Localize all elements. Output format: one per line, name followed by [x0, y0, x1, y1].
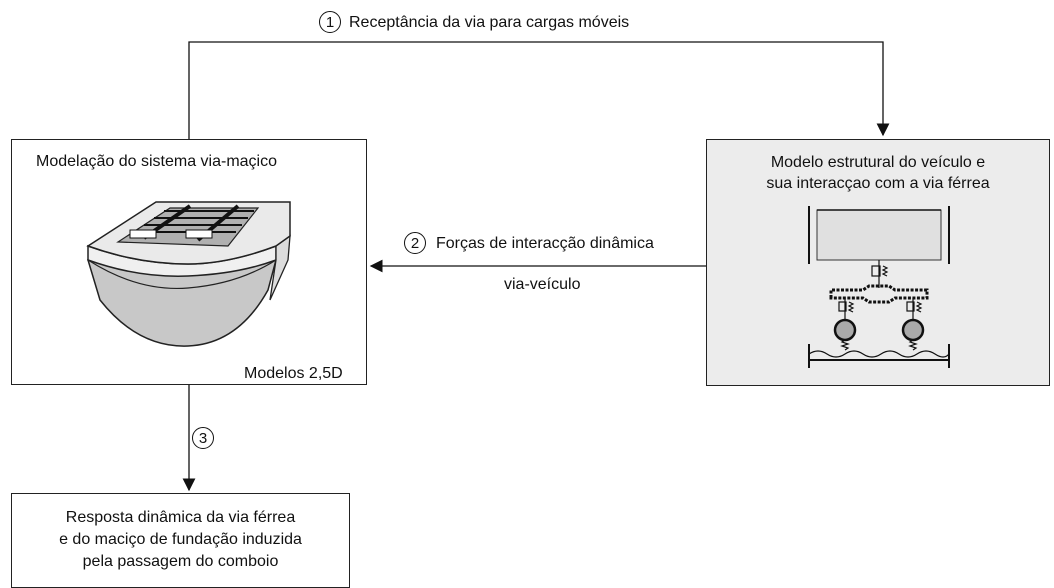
- dynamic-response-box: Resposta dinâmica da via férrea e do mac…: [11, 493, 350, 588]
- track-ground-model-title: Modelação do sistema via-maçico: [36, 153, 277, 170]
- vehicle-model-illustration: [808, 206, 950, 368]
- step-2-label-line2: via-veículo: [504, 276, 581, 293]
- track-ground-model-footer: Modelos 2,5D: [244, 365, 343, 382]
- vehicle-model-title-line2: sua interacçao com a via férrea: [766, 175, 990, 192]
- vehicle-model-title-line1: Modelo estrutural do veículo e: [770, 154, 986, 171]
- step-2-label-line1: Forças de interacção dinâmica: [436, 235, 654, 252]
- dynamic-response-line2: e do maciço de fundação induzida: [59, 531, 302, 548]
- dynamic-response-line3: pela passagem do comboio: [82, 553, 279, 570]
- dynamic-response-line1: Resposta dinâmica da via férrea: [65, 509, 296, 526]
- step-3-number: 3: [192, 427, 214, 449]
- step-2-number: 2: [404, 232, 426, 254]
- step-1-label: Receptância da via para cargas móveis: [349, 14, 630, 31]
- vehicle-model-box: Modelo estrutural do veículo e sua inter…: [706, 139, 1050, 386]
- track-ground-model-illustration: [86, 201, 291, 347]
- step-1-number: 1: [319, 11, 341, 33]
- arrow-1: [188, 41, 890, 139]
- track-ground-model-box: Modelação do sistema via-maçico Modelos …: [11, 139, 367, 385]
